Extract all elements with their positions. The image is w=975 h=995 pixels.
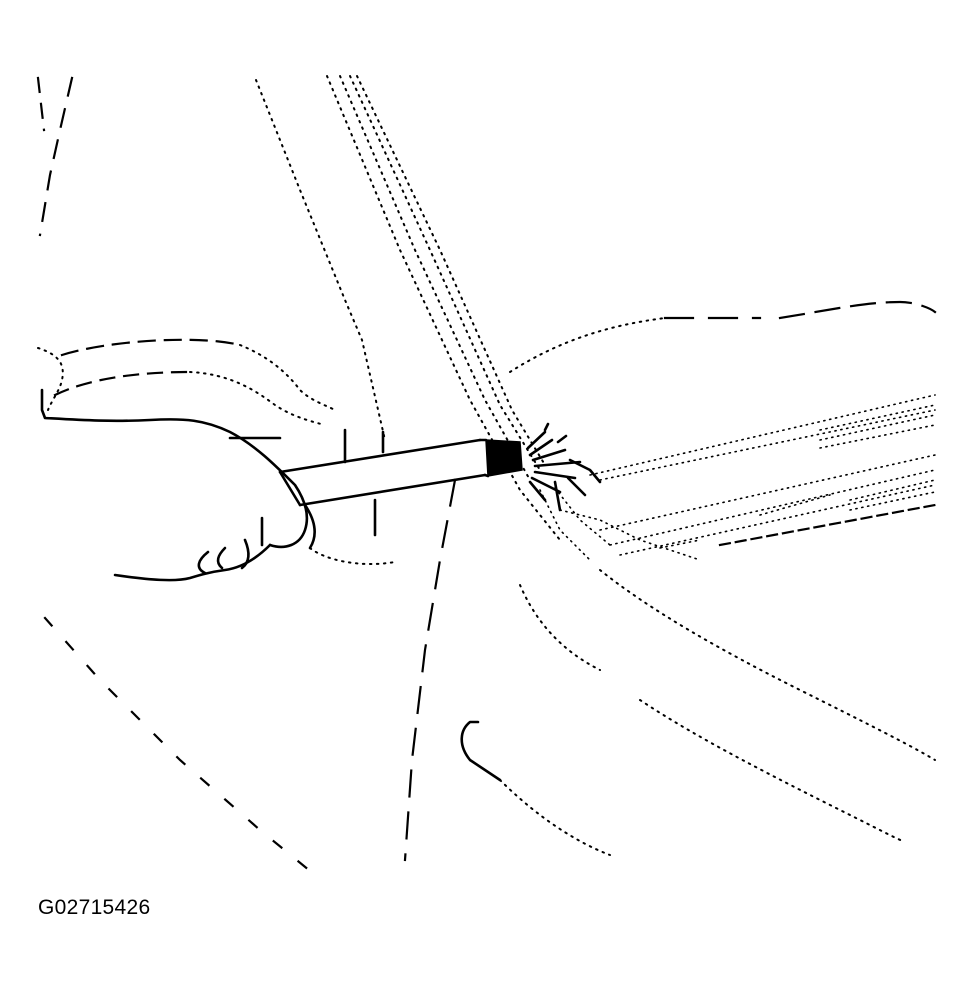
dashboard-trim-panel [559,394,937,561]
windshield-pillar-lines [255,75,561,541]
seat-outline [460,569,936,856]
pillar-outline-left [36,76,74,237]
figure-id-label: G02715426 [38,896,151,919]
door-lower-edge [43,616,317,877]
console-edge [403,478,457,862]
hand-outline [37,338,396,582]
dashboard-outline [509,300,937,373]
applicator-tool [278,438,523,507]
spray-burst [526,422,611,561]
